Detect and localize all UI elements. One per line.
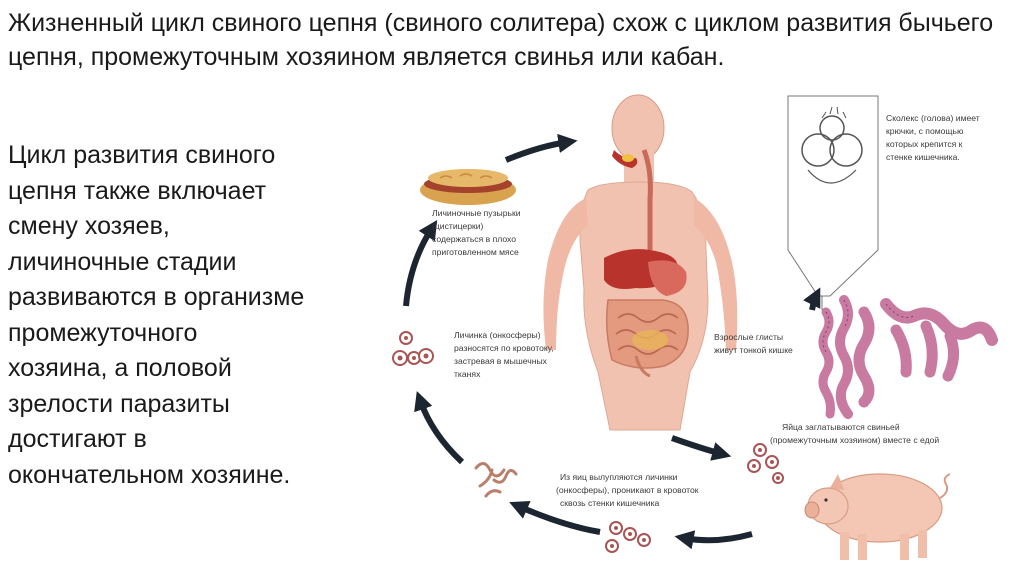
body-line: личиночные стадии xyxy=(8,247,237,276)
egg-cluster-bottom xyxy=(605,521,651,553)
caption-line: сквозь стенки кишечника xyxy=(560,498,660,508)
caption-line: (промежуточным хозяином) вместе с едой xyxy=(770,435,939,445)
body-line: хозяина, а половой xyxy=(8,354,232,382)
body-line: смену хозяев, xyxy=(8,212,170,240)
egg-cluster-right xyxy=(747,443,784,484)
caption-line: Личинка (онкосферы) xyxy=(454,330,541,340)
larvae-illustration xyxy=(474,462,518,498)
human-body-illustration xyxy=(543,94,738,431)
caption-line: живут тонкой кишке xyxy=(714,345,793,355)
caption-line: Из яиц вылупляются личинки xyxy=(560,472,678,482)
caption-line: тканях xyxy=(454,369,481,379)
intestines-illustration xyxy=(605,299,689,378)
caption-eggs: Яйца заглатываются свиньей (промежуточны… xyxy=(770,422,939,445)
body-line: цепня также включает xyxy=(8,176,267,205)
adult-tapeworm-illustration xyxy=(818,295,998,419)
caption-line: Личиночные пузырьки xyxy=(432,208,521,218)
caption-line: Сколекс (голова) имеет xyxy=(886,113,980,123)
sandwich-illustration xyxy=(420,169,516,205)
caption-scolex: Сколекс (голова) имеет крючки, с помощью… xyxy=(886,113,980,162)
scolex-illustration xyxy=(787,95,879,310)
intro-text: Жизненный цикл свиного цепня (свиного со… xyxy=(8,9,994,71)
cycle-arrows xyxy=(403,133,821,550)
caption-line: застревая в мышечных xyxy=(454,356,548,366)
body-line: промежуточного xyxy=(8,318,198,347)
caption-oncosphere-blood: Личинка (онкосферы) разносятся по кровот… xyxy=(454,330,554,379)
caption-line: Взрослые глисты xyxy=(714,332,783,342)
body-line: окончательном хозяине. xyxy=(8,460,291,489)
pig-illustration xyxy=(804,473,951,560)
body-line: развиваются в организме xyxy=(8,283,305,311)
cyst-cluster-left xyxy=(392,331,434,366)
caption-line: содержаться в плохо xyxy=(432,234,516,244)
body-line: Цикл развития свиного xyxy=(8,141,276,169)
caption-adult-worms: Взрослые глисты живут тонкой кишке xyxy=(714,332,793,355)
body-text: Цикл развития свиного цепня также включа… xyxy=(8,138,388,493)
caption-line: (цистицерки) xyxy=(432,221,484,231)
caption-line: разносятся по кровотоку, xyxy=(454,343,554,353)
caption-line: Яйца заглатываются свиньей xyxy=(782,422,900,432)
caption-line: которых крепится к xyxy=(886,139,963,149)
caption-line: крючки, с помощью xyxy=(886,126,964,136)
caption-line: стенке кишечника. xyxy=(886,152,960,162)
caption-cysticerci: Личиночные пузырьки (цистицерки) содержа… xyxy=(432,208,521,257)
caption-line: (онкосферы), проникают в кровоток xyxy=(556,485,699,495)
body-line: достигают в xyxy=(8,425,147,453)
caption-line: приготовленном мясе xyxy=(432,247,519,257)
caption-hatch: Из яиц вылупляются личинки (онкосферы), … xyxy=(556,472,699,508)
body-line: зрелости паразиты xyxy=(8,389,230,418)
